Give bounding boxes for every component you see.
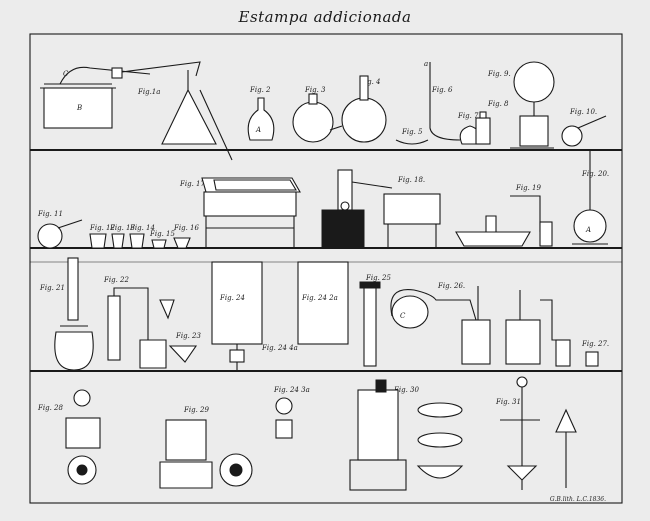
- fig2-label: Fig. 2: [249, 86, 271, 94]
- fig18-stove: Fig. 18.: [321, 169, 441, 249]
- fig1-label: Fig.1a: [137, 88, 160, 96]
- fig24-label: Fig. 24: [219, 294, 245, 302]
- fig24b-label: Fig. 24 2a: [301, 294, 338, 302]
- fig16-cup: Fig. 16: [173, 224, 199, 249]
- svg-text:a: a: [424, 60, 428, 68]
- fig30-label: Fig. 30: [393, 386, 419, 394]
- fig25-label: Fig. 25: [365, 274, 391, 282]
- fig24b-board: Fig. 24 2a: [297, 261, 349, 345]
- fig18-label: Fig. 18.: [397, 176, 425, 184]
- fig24d-lamp: Fig. 24 3a: [273, 386, 310, 439]
- fig31-stand: Fig. 31: [495, 376, 577, 490]
- fig28-label: Fig. 28: [37, 404, 63, 412]
- fig23-funnel: Fig. 23: [168, 332, 201, 363]
- fig9-balloon: Fig. 9.: [487, 61, 555, 149]
- svg-text:A: A: [255, 126, 261, 134]
- fig21-label: Fig. 21: [39, 284, 65, 292]
- fig17-label: Fig. 17: [179, 180, 205, 188]
- fig17-table: Fig. 17: [179, 177, 301, 248]
- fig6-label: Fig. 6: [431, 86, 453, 94]
- fig9-label: Fig. 9.: [487, 70, 511, 78]
- fig19-label: Fig. 19: [515, 184, 541, 192]
- fig24-board: Fig. 24: [211, 261, 263, 370]
- fig24c-label-group: Fig. 24 4a: [261, 344, 298, 352]
- fig11-retort: Fig. 11: [37, 210, 83, 249]
- fig15-label: Fig. 15: [149, 230, 175, 238]
- fig27-tube: Fig. 27.: [581, 340, 609, 367]
- fig6-tube: Fig. 6 a: [424, 60, 461, 141]
- fig20-label: Fig. 20.: [581, 170, 609, 178]
- fig26-label: Fig. 26.: [437, 282, 465, 290]
- fig30-furnace: Fig. 30: [349, 379, 464, 491]
- fig5-dish: Fig. 5: [395, 128, 429, 145]
- fig20-flask: Fig. 20. A: [572, 150, 609, 245]
- fig11-label: Fig. 11: [37, 210, 63, 218]
- fig14-cup: Fig. 14: [129, 224, 155, 249]
- fig22-label: Fig. 22: [103, 276, 129, 284]
- fig24c-label: Fig. 24 4a: [261, 344, 298, 352]
- fig13-label: Fig. 13: [109, 224, 135, 232]
- fig29-lamp: Fig. 29: [159, 406, 253, 489]
- fig7-label: Fig. 7: [457, 112, 479, 120]
- fig31-label: Fig. 31: [495, 398, 521, 406]
- fig14-label: Fig. 14: [129, 224, 155, 232]
- plate-title: Estampa addicionada: [238, 8, 412, 26]
- fig15-cup: Fig. 15: [149, 230, 175, 249]
- plate-frame: [29, 33, 623, 504]
- fig28-lamp: Fig. 28: [37, 389, 101, 485]
- fig3-flask: Fig. 3: [292, 86, 334, 143]
- fig5-label: Fig. 5: [401, 128, 423, 136]
- fig13-cup: Fig. 13: [109, 224, 135, 249]
- fig16-label: Fig. 16: [173, 224, 199, 232]
- svg-text:C: C: [63, 70, 69, 78]
- fig29-label: Fig. 29: [183, 406, 209, 414]
- fig1-apparatus: B C Fig.1a: [40, 61, 258, 161]
- fig12-cup: Fig. 12: [89, 224, 115, 249]
- fig4-label: Fig. 4: [359, 78, 380, 86]
- plate-credit: G.B.lith. L.C.1836.: [549, 496, 606, 503]
- fig27-label: Fig. 27.: [581, 340, 609, 348]
- fig2-flask: Fig. 2 A: [247, 86, 275, 141]
- fig8-label: Fig. 8: [487, 100, 509, 108]
- fig24d-label: Fig. 24 3a: [273, 386, 310, 394]
- fig21-bell-jar: Fig. 21: [39, 257, 94, 371]
- fig4-flask: Fig. 4: [329, 75, 387, 143]
- fig22-apparatus: Fig. 22: [103, 276, 175, 369]
- svg-text:B: B: [76, 104, 82, 112]
- svg-text:A: A: [585, 226, 591, 234]
- svg-text:C: C: [400, 312, 406, 320]
- fig3-label: Fig. 3: [304, 86, 326, 94]
- fig8-jar: Fig. 8: [475, 100, 509, 145]
- fig19-trough: Fig. 19: [455, 184, 553, 247]
- fig10-retort: Fig. 10.: [561, 108, 607, 147]
- fig26-apparatus: Fig. 26. C: [390, 282, 571, 367]
- fig12-label: Fig. 12: [89, 224, 115, 232]
- fig23-label: Fig. 23: [175, 332, 201, 340]
- fig10-label: Fig. 10.: [569, 108, 597, 116]
- fig25-column: Fig. 25: [359, 274, 391, 367]
